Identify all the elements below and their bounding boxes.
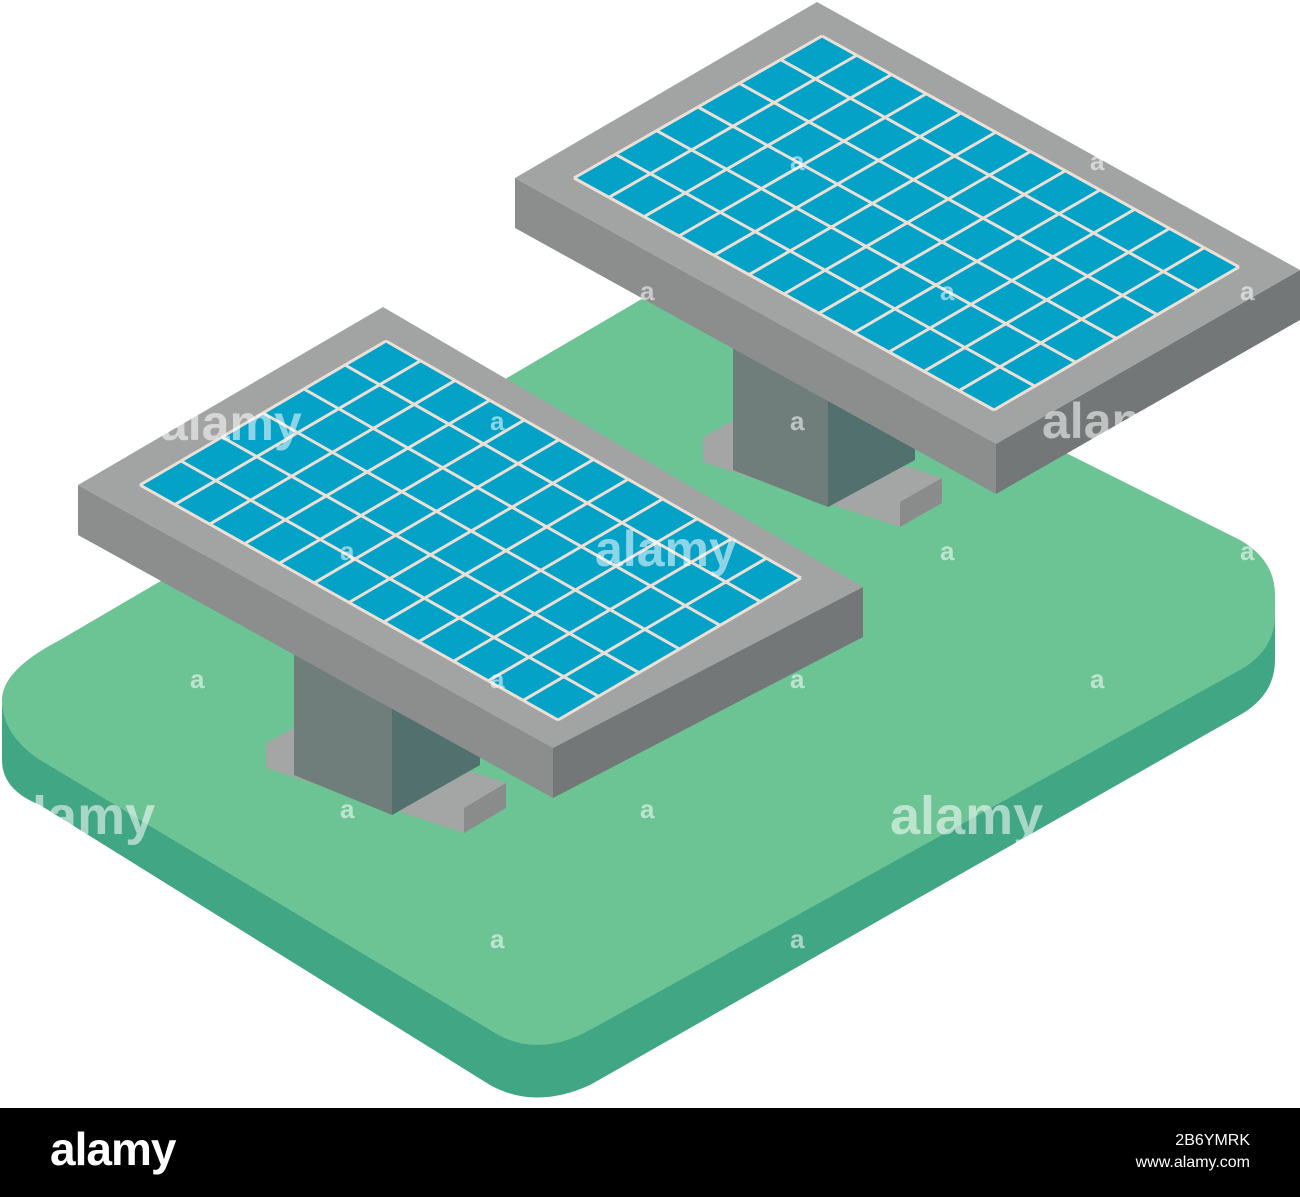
- watermark-mark: a: [790, 406, 805, 436]
- panel-grid-line: [888, 207, 1136, 354]
- back-panel-grid: [573, 34, 1240, 412]
- panel-grid-line: [348, 458, 595, 604]
- front-solar-panel: [78, 307, 863, 798]
- image-id: 2B6YMRK: [1175, 1132, 1250, 1149]
- panel-grid-line: [573, 34, 823, 180]
- front-panel-grid: [139, 339, 802, 722]
- panel-grid-line: [643, 73, 893, 218]
- watermark-text: alamy: [2, 786, 155, 846]
- panel-grid-line: [783, 150, 1032, 296]
- panel-grid-line: [522, 556, 768, 702]
- back-panel-edge-left: [515, 178, 996, 494]
- panel-grid-line: [748, 130, 997, 276]
- watermark-mark: a: [1240, 536, 1255, 566]
- watermark-mark: a: [940, 276, 955, 306]
- panel-grid-line: [678, 92, 927, 238]
- watermark-mark: a: [190, 924, 205, 954]
- watermark-mark: a: [490, 924, 505, 954]
- watermark-mark: a: [490, 664, 505, 694]
- panel-grid-line: [278, 418, 526, 565]
- front-panel-edge-left: [78, 485, 553, 798]
- footer-bar: alamy 2B6YMRK www.alamy.com: [0, 1108, 1300, 1197]
- watermark-text: alamy: [595, 521, 737, 577]
- panel-grid-line: [417, 497, 664, 643]
- back-base-right: [900, 478, 942, 527]
- panel-grid-line: [383, 477, 629, 624]
- back-solar-panel: [515, 2, 1300, 494]
- watermark-layer: alamy alamy alamy alamy alamy a a a a a …: [2, 16, 1255, 954]
- panel-grid-line: [557, 576, 802, 722]
- watermark-mark: a: [1090, 664, 1105, 694]
- back-panel-edge-right: [996, 270, 1300, 494]
- front-base-right: [464, 783, 506, 833]
- watermark-mark: a: [190, 664, 205, 694]
- image-info: 2B6YMRK www.alamy.com: [1136, 1130, 1250, 1174]
- watermark-mark: a: [640, 794, 655, 824]
- watermark-mark: a: [940, 16, 955, 46]
- site-url: www.alamy.com: [1135, 1154, 1250, 1171]
- panel-grid-line: [713, 111, 962, 257]
- watermark-mark: a: [790, 924, 805, 954]
- watermark-mark: a: [640, 276, 655, 306]
- panel-grid-line: [608, 53, 858, 199]
- watermark-text: alamy: [160, 395, 302, 451]
- watermark-mark: a: [1090, 146, 1105, 176]
- panel-grid-line: [818, 169, 1067, 315]
- watermark-text: alamy: [1042, 393, 1184, 449]
- panel-grid-line: [853, 188, 1101, 334]
- panel-grid-line: [139, 339, 387, 487]
- watermark-mark: a: [790, 146, 805, 176]
- watermark-mark: a: [1240, 276, 1255, 306]
- watermark-text: alamy: [890, 786, 1043, 846]
- panel-grid-line: [958, 246, 1206, 392]
- panel-grid-line: [243, 398, 491, 546]
- panel-grid-line: [487, 537, 733, 683]
- solar-panels-illustration: alamy alamy alamy alamy alamy a a a a a …: [2, 2, 1300, 1098]
- panel-grid-line: [923, 227, 1171, 373]
- watermark-mark: a: [790, 664, 805, 694]
- watermark-mark: a: [490, 406, 505, 436]
- alamy-logo: alamy: [50, 1123, 176, 1175]
- panel-grid-line: [174, 359, 422, 506]
- watermark-mark: a: [940, 536, 955, 566]
- panel-grid-line: [452, 517, 699, 663]
- front-panel-edge-right: [553, 587, 863, 798]
- panel-grid-line: [313, 438, 560, 585]
- panel-grid-line: [993, 265, 1240, 412]
- watermark-mark: a: [340, 794, 355, 824]
- watermark-mark: a: [340, 536, 355, 566]
- panel-grid-line: [208, 379, 456, 526]
